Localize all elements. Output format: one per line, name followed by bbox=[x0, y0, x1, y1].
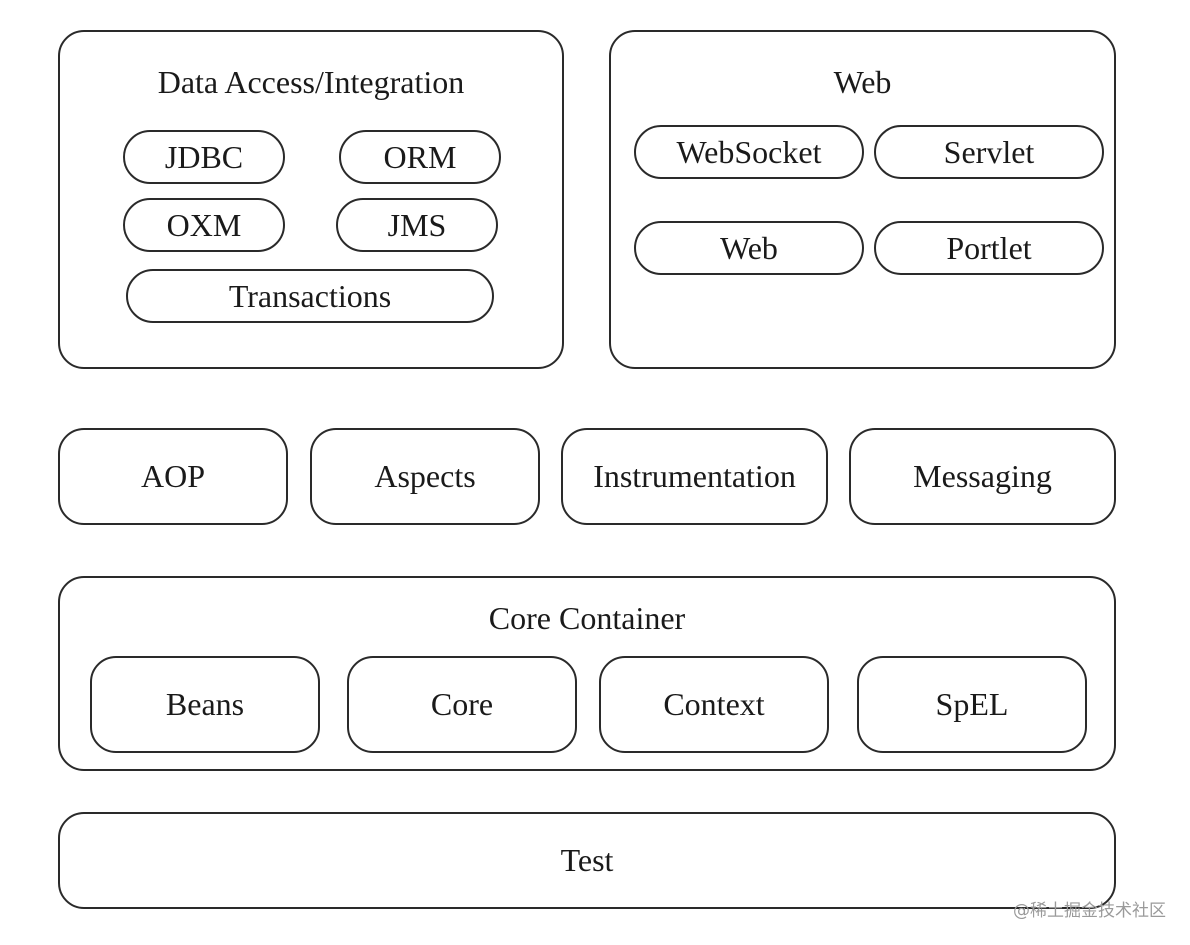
web-group: Web WebSocket Servlet Web Portlet bbox=[609, 30, 1116, 369]
jdbc-module: JDBC bbox=[123, 130, 285, 184]
data-access-integration-group: Data Access/Integration JDBC ORM OXM JMS… bbox=[58, 30, 564, 369]
websocket-module: WebSocket bbox=[634, 125, 864, 179]
context-module: Context bbox=[599, 656, 829, 753]
spel-module: SpEL bbox=[857, 656, 1087, 753]
portlet-module: Portlet bbox=[874, 221, 1104, 275]
data-access-integration-title: Data Access/Integration bbox=[157, 64, 465, 100]
instrumentation-module: Instrumentation bbox=[561, 428, 828, 525]
transactions-module: Transactions bbox=[126, 269, 494, 323]
servlet-module: Servlet bbox=[874, 125, 1104, 179]
core-container-title: Core Container bbox=[488, 600, 686, 636]
jms-module: JMS bbox=[336, 198, 498, 252]
oxm-module: OXM bbox=[123, 198, 285, 252]
web-module: Web bbox=[634, 221, 864, 275]
messaging-module: Messaging bbox=[849, 428, 1116, 525]
core-module: Core bbox=[347, 656, 577, 753]
web-title: Web bbox=[833, 64, 892, 100]
orm-module: ORM bbox=[339, 130, 501, 184]
watermark-text: @稀土掘金技术社区 bbox=[1013, 901, 1166, 921]
test-module: Test bbox=[58, 812, 1116, 909]
core-container-group: Core Container Beans Core Context SpEL bbox=[58, 576, 1116, 771]
aspects-module: Aspects bbox=[310, 428, 540, 525]
aop-module: AOP bbox=[58, 428, 288, 525]
beans-module: Beans bbox=[90, 656, 320, 753]
